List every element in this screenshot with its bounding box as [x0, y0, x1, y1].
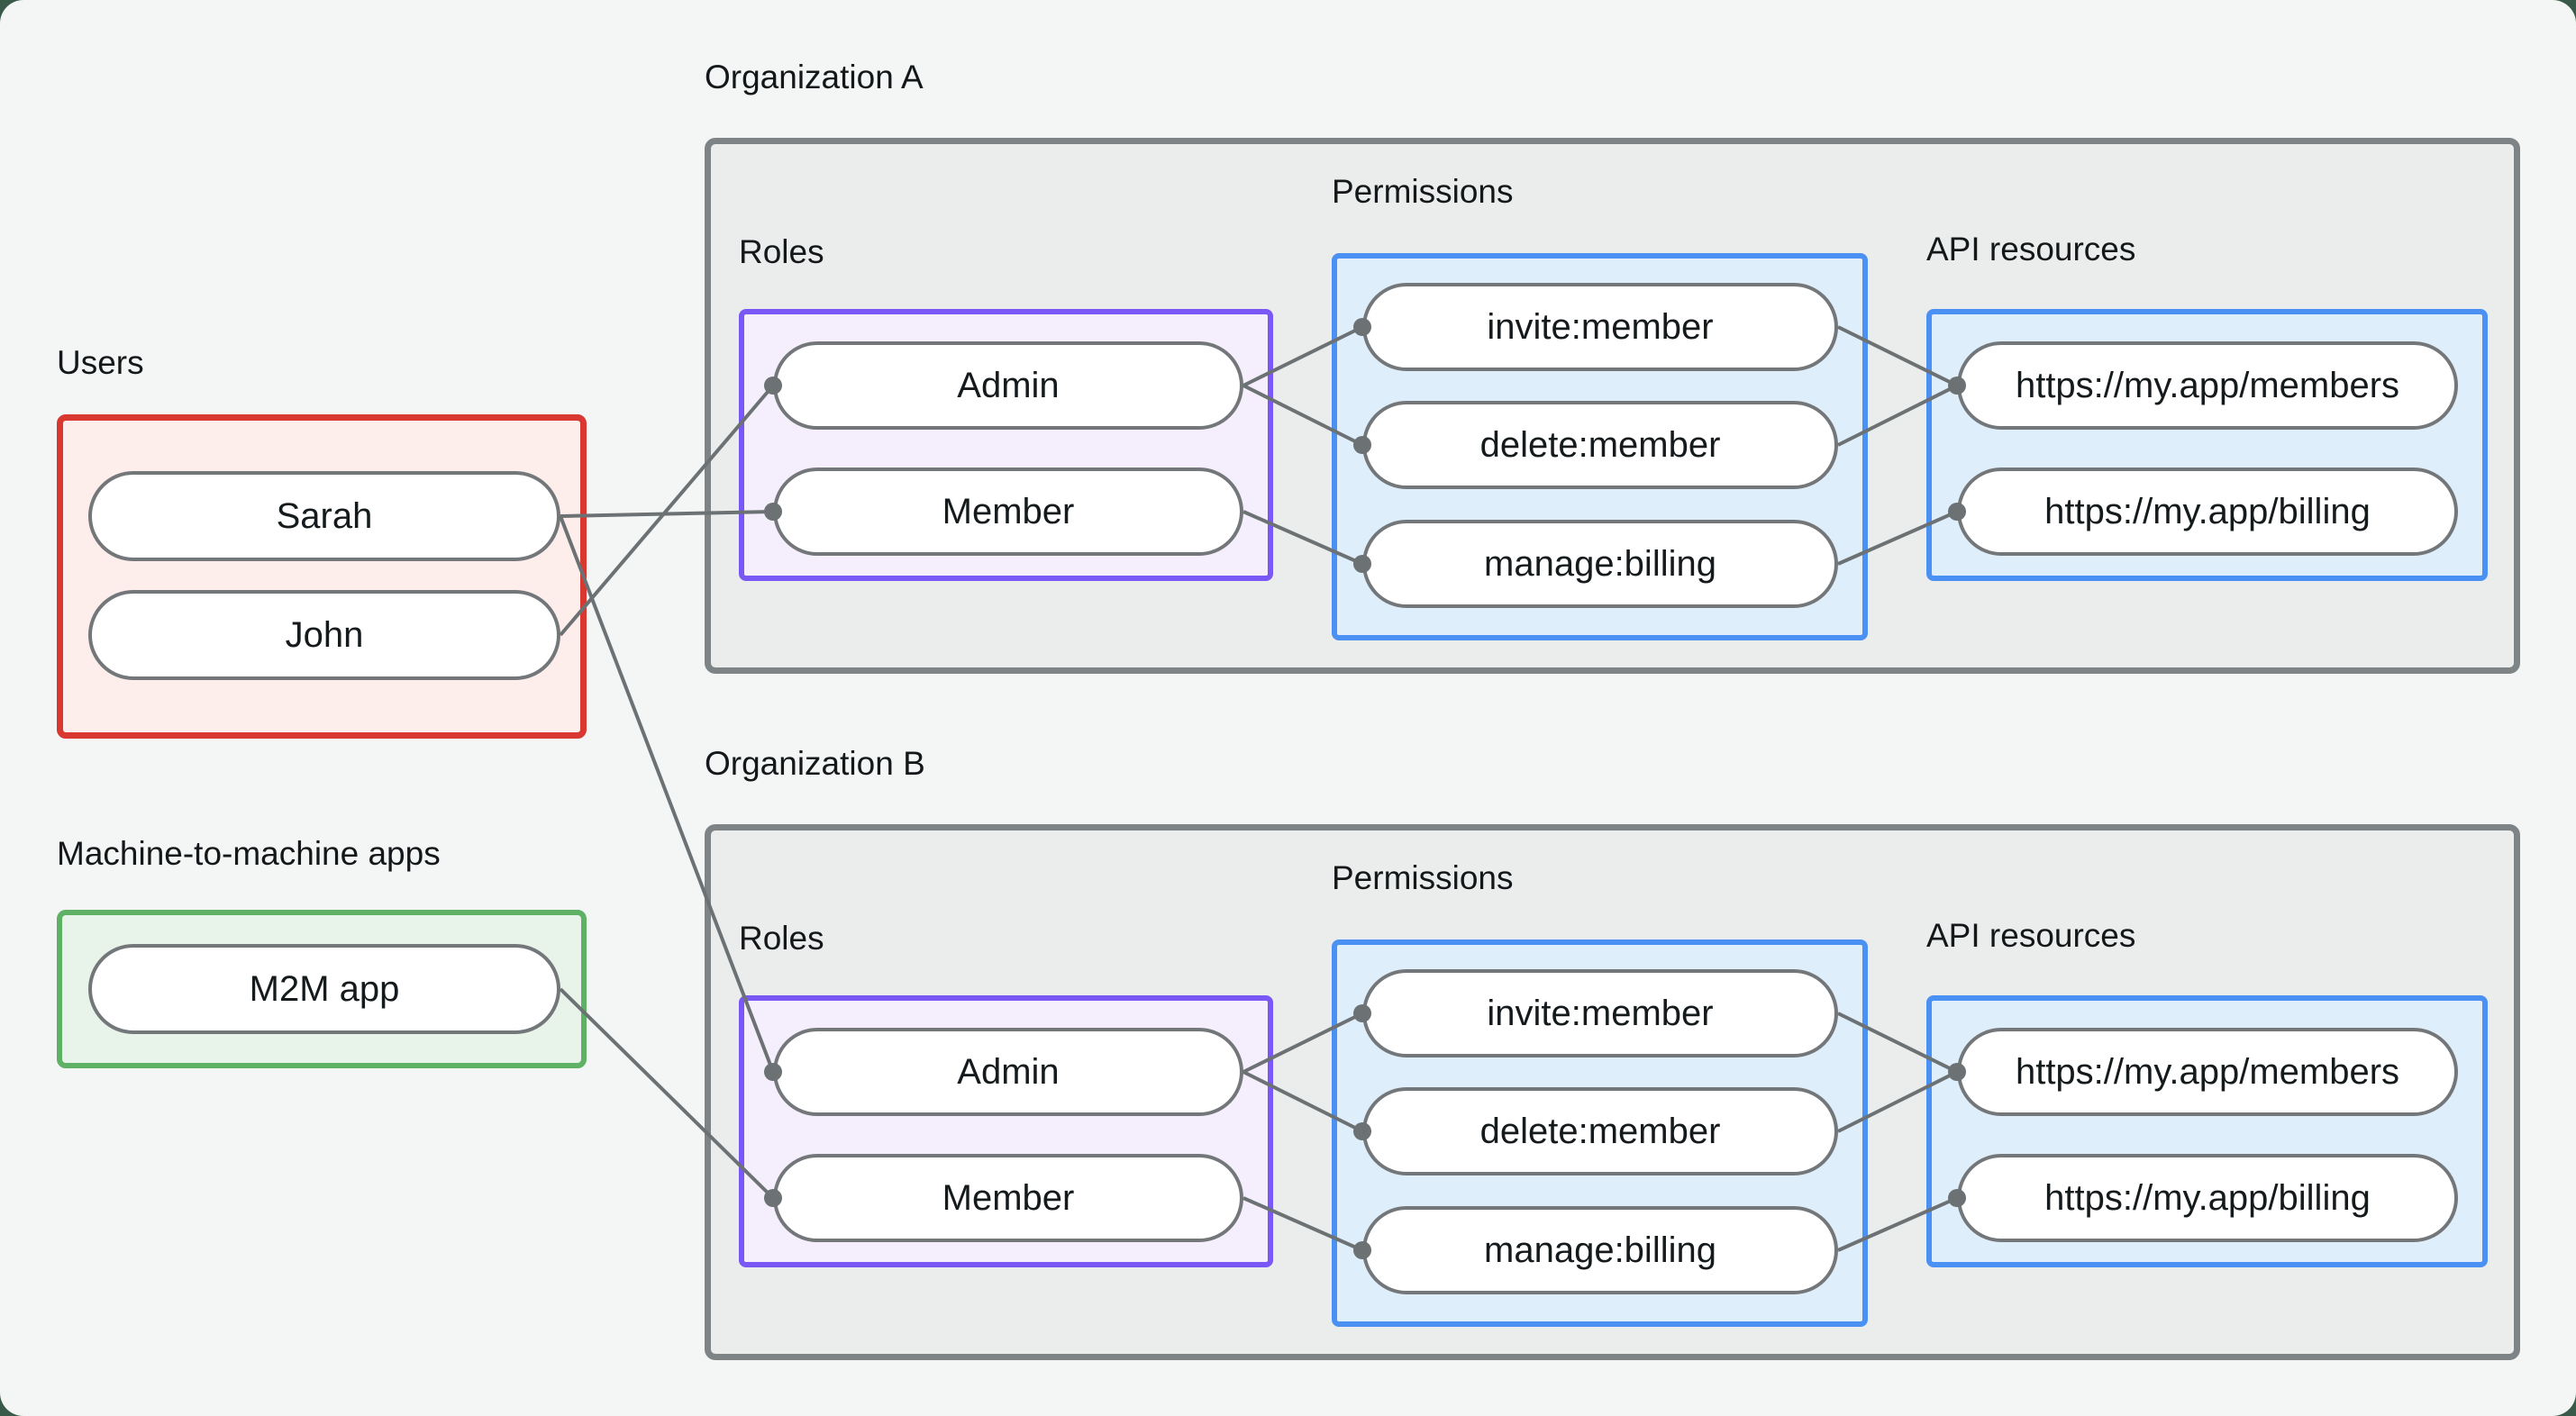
org-b-permissions-label: Permissions	[1332, 859, 1514, 896]
org-a-api-billing: https://my.app/billing	[1957, 467, 2458, 556]
user-pill-sarah: Sarah	[88, 471, 560, 561]
org-a-permission-manage-billing: manage:billing	[1362, 520, 1838, 608]
org-a-permissions-label: Permissions	[1332, 173, 1514, 210]
org-b-api-members: https://my.app/members	[1957, 1028, 2458, 1116]
org-a-permission-delete-member: delete:member	[1362, 401, 1838, 489]
org-b-permission-delete-member: delete:member	[1362, 1087, 1838, 1175]
org-a-api-label: API resources	[1926, 231, 2136, 268]
org-b-role-member: Member	[773, 1154, 1243, 1242]
org-a-role-member: Member	[773, 467, 1243, 556]
org-a-roles-label: Roles	[739, 233, 824, 270]
users-group-box	[57, 414, 587, 739]
org-a-api-members: https://my.app/members	[1957, 341, 2458, 430]
org-a-role-admin: Admin	[773, 341, 1243, 430]
org-b-api-label: API resources	[1926, 917, 2136, 954]
org-b-title: Organization B	[705, 745, 925, 782]
org-a-permission-invite-member: invite:member	[1362, 283, 1838, 371]
users-group-label: Users	[57, 344, 144, 381]
org-b-permission-manage-billing: manage:billing	[1362, 1206, 1838, 1294]
org-b-role-admin: Admin	[773, 1028, 1243, 1116]
org-a-title: Organization A	[705, 59, 924, 95]
org-b-api-billing: https://my.app/billing	[1957, 1154, 2458, 1242]
org-b-roles-label: Roles	[739, 920, 824, 957]
org-b-permission-invite-member: invite:member	[1362, 969, 1838, 1057]
user-pill-john: John	[88, 590, 560, 680]
m2m-group-label: Machine-to-machine apps	[57, 835, 441, 872]
m2m-pill-app: M2M app	[88, 944, 560, 1034]
